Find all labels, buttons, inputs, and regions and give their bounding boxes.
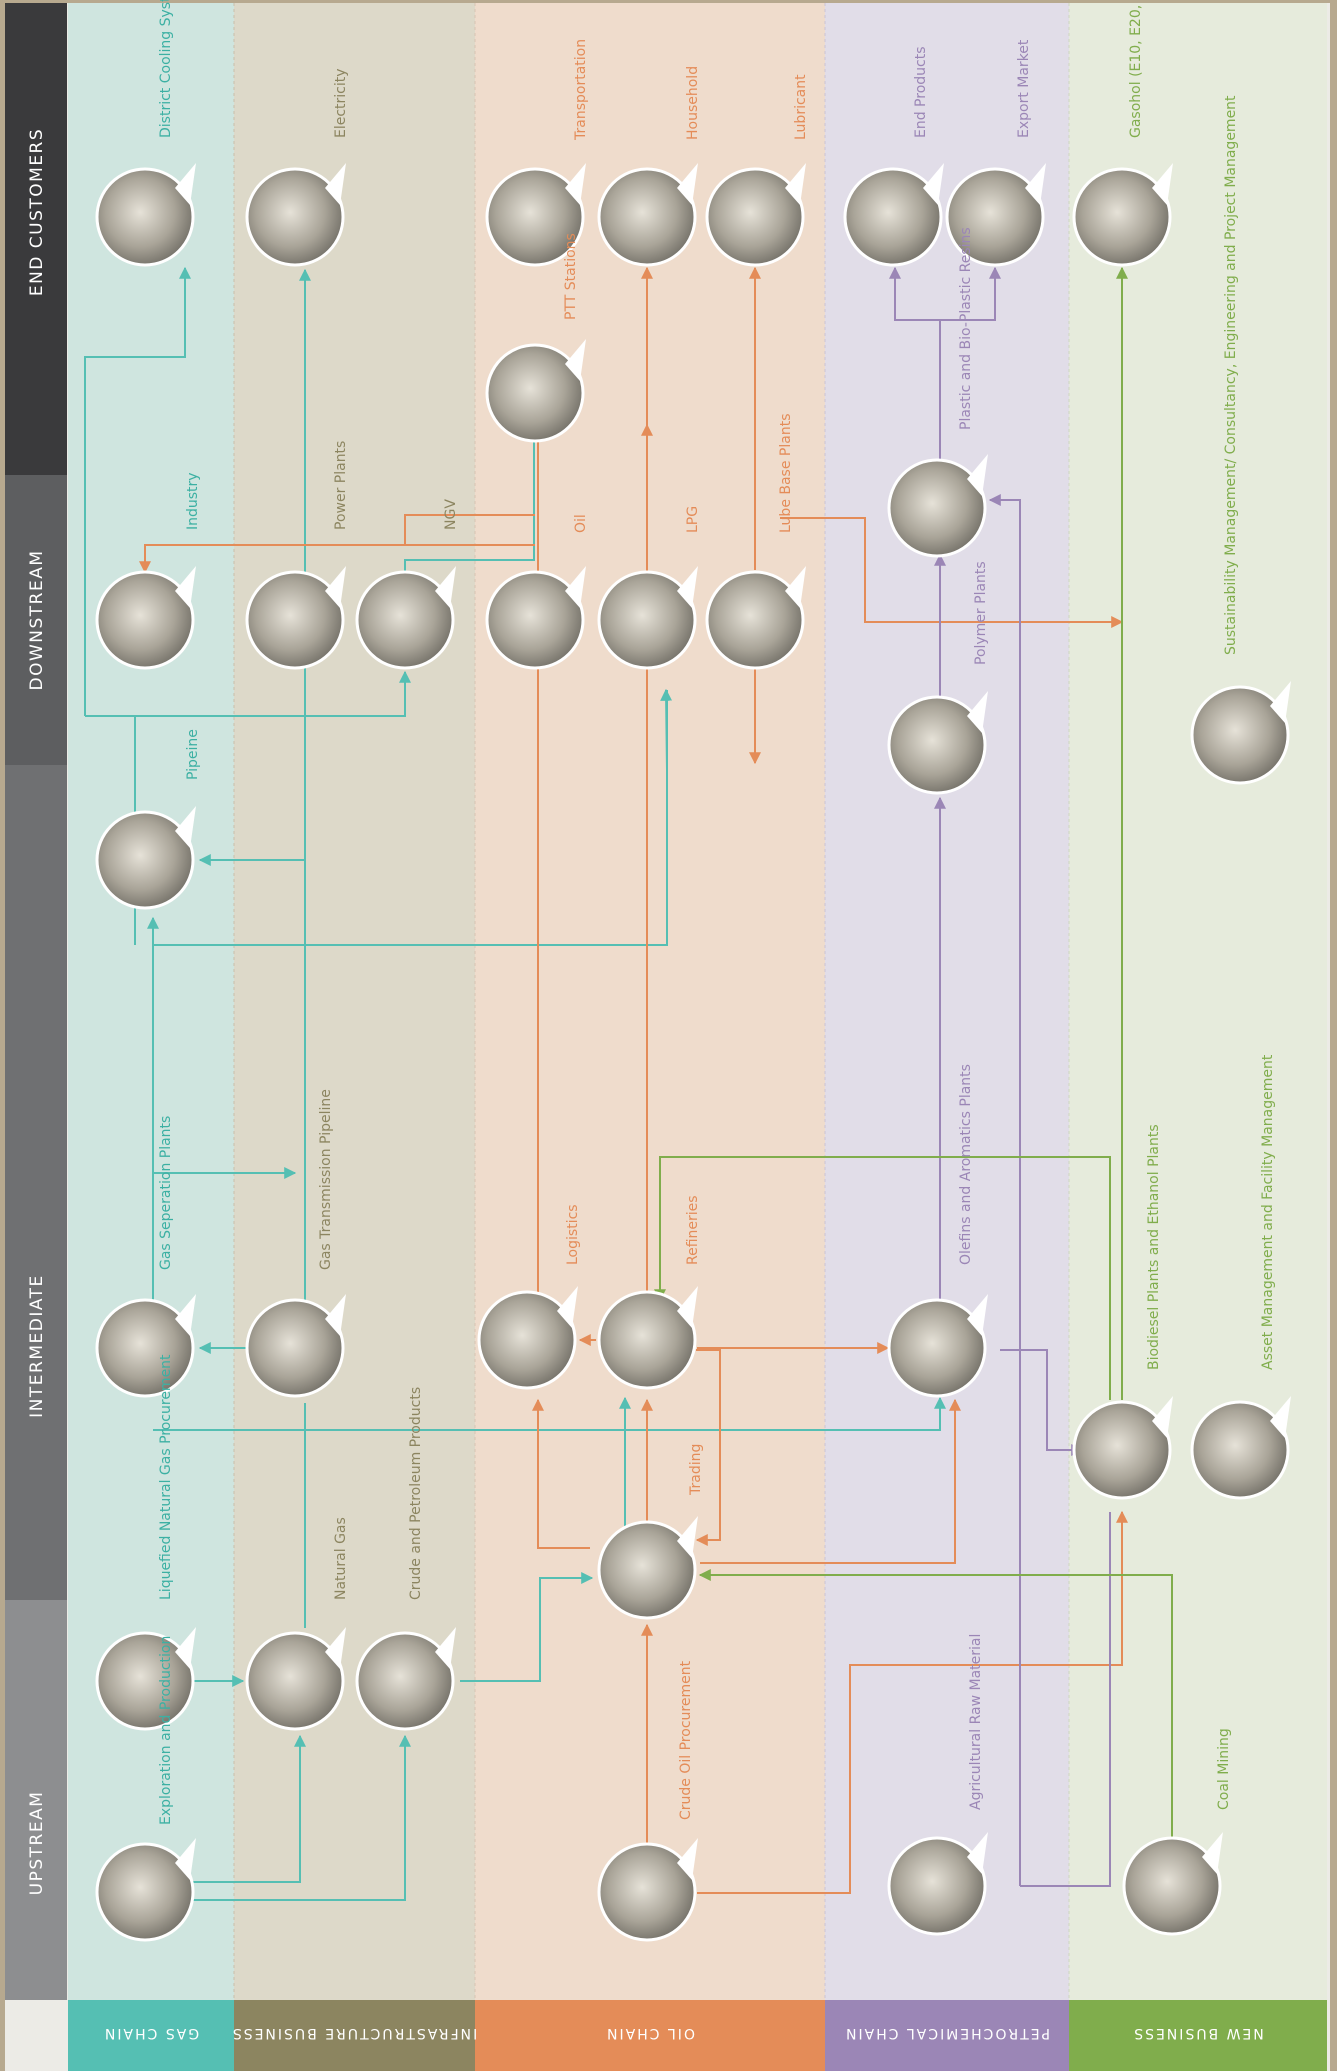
node-asset-management	[1192, 1402, 1288, 1498]
label-natural-gas: Natural Gas	[333, 1517, 349, 1600]
label-agricultural: Agricultural Raw Material	[968, 1634, 984, 1810]
node-power-plants	[247, 572, 343, 668]
chain-label-gas: GAS CHAIN	[103, 2025, 199, 2041]
node-end-products	[845, 169, 941, 265]
node-plastic-resins	[889, 460, 985, 556]
label-ngv: NGV	[443, 499, 459, 530]
label-ptt-stations: PTT Stations	[563, 233, 579, 320]
label-crude-oil: Crude Oil Procurement	[678, 1660, 694, 1820]
node-electricity	[247, 169, 343, 265]
label-household: Household	[685, 66, 701, 140]
petrochemical-column	[825, 3, 1069, 2071]
label-industry: Industry	[185, 472, 201, 530]
node-polymer-plants	[889, 697, 985, 793]
stage-label-intermediate: INTERMEDIATE	[27, 1274, 47, 1418]
label-lng: Liquefied Natural Gas Procurement	[158, 1354, 174, 1600]
node-biodiesel-ethanol	[1074, 1402, 1170, 1498]
node-exploration-production	[97, 1844, 193, 1940]
label-export-market: Export Market	[1016, 39, 1032, 138]
gas-chain-column	[68, 3, 234, 2071]
node-industry	[97, 572, 193, 668]
node-pipeline	[97, 812, 193, 908]
label-biodiesel: Biodiesel Plants and Ethanol Plants	[1146, 1124, 1162, 1370]
oil-chain-column	[475, 3, 825, 2071]
label-transportation: Transportation	[573, 39, 589, 141]
label-lpg: LPG	[685, 506, 701, 533]
label-sustainability: Sustainability Management/ Consultancy, …	[1223, 95, 1239, 655]
new-business-column	[1069, 3, 1327, 2071]
node-coal-mining	[1124, 1838, 1220, 1934]
node-district-cooling	[97, 169, 193, 265]
node-lube-base	[707, 572, 803, 668]
label-gas-separation: Gas Seperation Plants	[158, 1116, 174, 1270]
node-lubricant	[707, 169, 803, 265]
stage-band-intermediate	[5, 765, 67, 1600]
label-polymer: Polymer Plants	[973, 561, 989, 665]
label-plastic: Plastic and Bio-Plastic Resins	[958, 227, 974, 430]
label-asset: Asset Management and Facility Management	[1260, 1054, 1276, 1370]
label-gasohol: Gasohol (E10, E20, E85) Biodiesel (B7)	[1128, 0, 1144, 138]
node-ngv	[357, 572, 453, 668]
label-trading: Trading	[688, 1444, 704, 1496]
node-gas-separation-plants	[97, 1300, 193, 1396]
node-olefins-aromatics	[889, 1300, 985, 1396]
node-trading	[599, 1522, 695, 1618]
chain-label-petro: PETROCHEMICAL CHAIN	[844, 2025, 1050, 2041]
node-lng-procurement	[97, 1633, 193, 1729]
label-logistics: Logistics	[565, 1204, 581, 1265]
chain-label-infra: INFRASTRUCTURE BUSINESS	[231, 2025, 477, 2041]
label-electricity: Electricity	[333, 68, 349, 138]
infrastructure-column	[234, 3, 475, 2071]
stage-label-end: END CUSTOMERS	[27, 128, 47, 296]
label-crude-petroleum: Crude and Petroleum Products	[408, 1387, 424, 1600]
node-refineries	[599, 1292, 695, 1388]
chain-label-oil: OIL CHAIN	[605, 2025, 695, 2041]
node-crude-oil-procurement	[599, 1844, 695, 1940]
stage-label-downstream: DOWNSTREAM	[27, 549, 47, 690]
node-gasohol	[1074, 169, 1170, 265]
node-gas-transmission	[247, 1300, 343, 1396]
node-lpg	[599, 572, 695, 668]
label-pipeline: Pipeine	[185, 729, 201, 780]
label-coal-mining: Coal Mining	[1216, 1728, 1232, 1810]
label-district-cooling: District Cooling System	[158, 0, 174, 138]
node-crude-petroleum	[357, 1633, 453, 1729]
chain-label-newbiz: NEW BUSINESS	[1132, 2025, 1264, 2041]
label-refineries: Refineries	[685, 1195, 701, 1265]
label-olefins: Olefins and Aromatics Plants	[958, 1064, 974, 1265]
label-gas-transmission: Gas Transmission Pipeline	[318, 1089, 334, 1270]
label-lubricant: Lubricant	[793, 74, 809, 140]
node-agricultural-raw	[889, 1838, 985, 1934]
node-ptt-stations	[487, 345, 583, 441]
label-lube-base: Lube Base Plants	[778, 414, 794, 534]
node-oil	[487, 572, 583, 668]
node-natural-gas	[247, 1633, 343, 1729]
label-oil: Oil	[573, 514, 589, 533]
label-end-products: End Products	[913, 46, 929, 138]
node-logistics	[479, 1292, 575, 1388]
node-household	[599, 169, 695, 265]
label-exploration: Exploration and Production	[158, 1636, 174, 1825]
stage-label-upstream: UPSTREAM	[27, 1791, 47, 1896]
label-power-plants: Power Plants	[333, 441, 349, 530]
node-sustainability	[1192, 687, 1288, 783]
